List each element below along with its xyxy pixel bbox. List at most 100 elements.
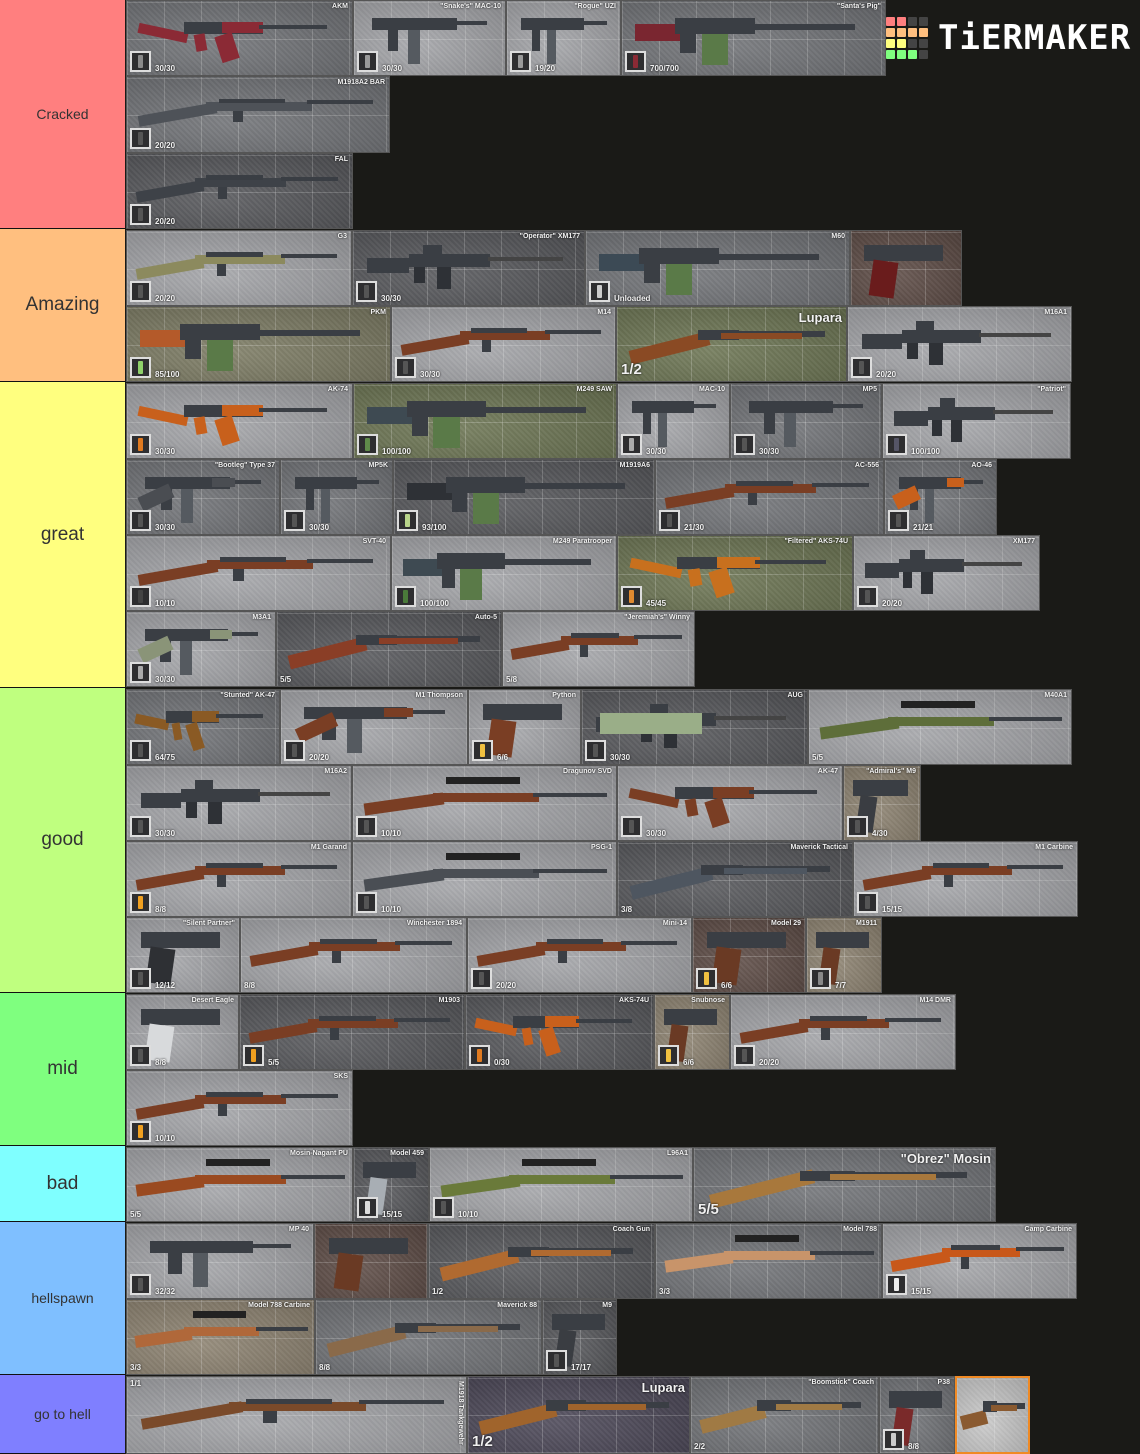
ammo-count: 30/30 <box>155 447 176 456</box>
weapon-name: Desert Eagle <box>191 997 234 1004</box>
weapon-tile-santa-s-pig[interactable]: "Santa's Pig"700/700 <box>621 0 886 76</box>
logo-grid-cell <box>897 16 906 26</box>
gun-image-rifle <box>731 995 955 1069</box>
weapon-name: Maverick Tactical <box>790 844 848 851</box>
weapon-name: M1919A6 <box>619 462 650 469</box>
weapon-tile-unnamed[interactable] <box>850 230 962 306</box>
gun-image-rifle <box>240 995 464 1069</box>
weapon-name: M14 <box>597 309 611 316</box>
weapon-name: Lupara <box>641 1380 685 1395</box>
weapon-name: PSG-1 <box>590 844 612 851</box>
logo-grid-cell <box>908 16 917 26</box>
ammo-count: 20/20 <box>155 141 176 150</box>
gun-image-lmg <box>622 1 885 75</box>
gun-image-sniper <box>430 1148 692 1221</box>
tier-label-cracked[interactable]: Cracked <box>0 0 125 229</box>
tier-label-hellspawn[interactable]: hellspawn <box>0 1222 125 1375</box>
tier-label-go-to-hell[interactable]: go to hell <box>0 1375 125 1454</box>
gun-image-rifle <box>127 77 389 152</box>
tier-label-good[interactable]: good <box>0 688 125 993</box>
tier-label-amazing[interactable]: Amazing <box>0 229 125 382</box>
ammo-count: 20/20 <box>155 294 176 303</box>
weapon-tile-unnamed[interactable] <box>314 1223 428 1299</box>
tier-label-bad[interactable]: bad <box>0 1146 125 1222</box>
weapon-tile-silent-partner[interactable]: "Silent Partner"12/12 <box>126 917 240 993</box>
weapon-tile-unnamed[interactable] <box>955 1376 1030 1454</box>
gun-image-sniper <box>127 1300 314 1374</box>
tier-label-great[interactable]: great <box>0 382 125 688</box>
ammo-count: 6/6 <box>497 753 509 762</box>
ammo-count: 20/20 <box>882 599 903 608</box>
weapon-tile-patriot[interactable]: "Patriot"100/100 <box>882 383 1071 459</box>
logo-grid-cell <box>886 38 895 48</box>
tier-label-mid[interactable]: mid <box>0 993 125 1146</box>
